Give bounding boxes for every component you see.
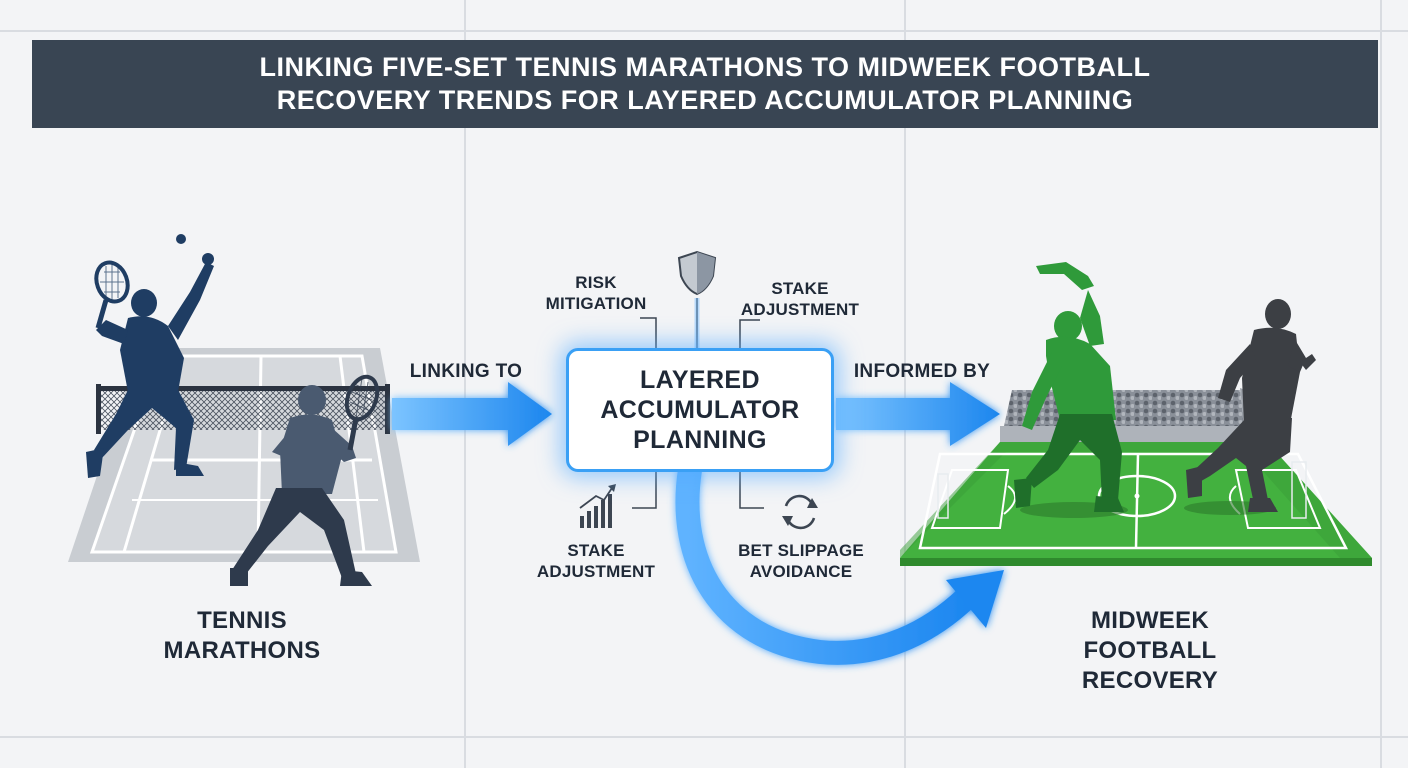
stake-adjustment-bottom-label: STAKE ADJUSTMENT xyxy=(514,540,678,582)
footballer-green xyxy=(1014,262,1124,512)
tennis-racket-back xyxy=(94,260,130,329)
grid-vertical-edge xyxy=(1380,0,1382,768)
tennis-racket-front xyxy=(344,374,380,451)
informed-by-arrow xyxy=(836,382,1000,446)
footballer-gray xyxy=(1186,299,1316,512)
bet-slippage-line-2: AVOIDANCE xyxy=(749,562,853,581)
stake-adjustment-top-line-1: STAKE xyxy=(771,279,829,298)
title-banner: LINKING FIVE-SET TENNIS MARATHONS TO MID… xyxy=(32,40,1378,128)
football-label-line-1: MIDWEEK xyxy=(1090,607,1210,634)
tennis-label-line-2: MARATHONS xyxy=(163,637,321,664)
tennis-player-serving xyxy=(86,253,214,478)
center-title-line-3: PLANNING xyxy=(633,426,767,454)
grid-horizontal-1 xyxy=(0,30,1408,32)
football-label-line-2: FOOTBALL xyxy=(1083,637,1217,664)
risk-mitigation-label: RISK MITIGATION xyxy=(526,272,666,314)
football-label-line-3: RECOVERY xyxy=(1081,667,1219,694)
title-line-1: LINKING FIVE-SET TENNIS MARATHONS TO MID… xyxy=(259,52,1151,82)
title-line-2: RECOVERY TRENDS FOR LAYERED ACCUMULATOR … xyxy=(276,85,1134,115)
center-title-line-2: ACCUMULATOR xyxy=(600,396,800,424)
tennis-marathons-label: TENNIS MARATHONS xyxy=(132,606,352,666)
layered-accumulator-planning-box: LAYERED ACCUMULATOR PLANNING xyxy=(566,348,834,472)
bet-slippage-line-1: BET SLIPPAGE xyxy=(738,541,864,560)
bar-chart-icon xyxy=(579,484,616,528)
tennis-label-line-1: TENNIS xyxy=(197,607,287,634)
shield-icon xyxy=(677,250,717,296)
stake-adjustment-top-line-2: ADJUSTMENT xyxy=(740,300,860,319)
informed-by-label: INFORMED BY xyxy=(853,361,991,382)
center-box-title: LAYERED ACCUMULATOR PLANNING xyxy=(600,365,799,455)
bet-slippage-avoidance-label: BET SLIPPAGE AVOIDANCE xyxy=(716,540,886,582)
linking-to-arrow xyxy=(392,382,552,446)
midweek-football-recovery-label: MIDWEEK FOOTBALL RECOVERY xyxy=(1040,606,1260,696)
curved-flow-arrow xyxy=(675,468,1004,665)
tennis-player-front xyxy=(230,385,372,586)
risk-mitigation-line-1: RISK xyxy=(575,273,617,292)
linking-to-label: LINKING TO xyxy=(409,361,523,382)
grid-vertical-2 xyxy=(904,0,906,768)
grid-vertical-1 xyxy=(464,0,466,768)
tennis-ball xyxy=(176,234,186,244)
football-pitch xyxy=(900,442,1372,566)
connector-lines xyxy=(632,298,764,509)
refresh-cycle-icon xyxy=(782,494,818,530)
grid-horizontal-2 xyxy=(0,736,1408,738)
center-title-line-1: LAYERED xyxy=(640,366,760,394)
stake-adjustment-top-label: STAKE ADJUSTMENT xyxy=(718,278,882,320)
stake-adjustment-bottom-line-2: ADJUSTMENT xyxy=(536,562,656,581)
stake-adjustment-bottom-line-1: STAKE xyxy=(567,541,625,560)
risk-mitigation-line-2: MITIGATION xyxy=(545,294,647,313)
tennis-court xyxy=(68,348,420,562)
